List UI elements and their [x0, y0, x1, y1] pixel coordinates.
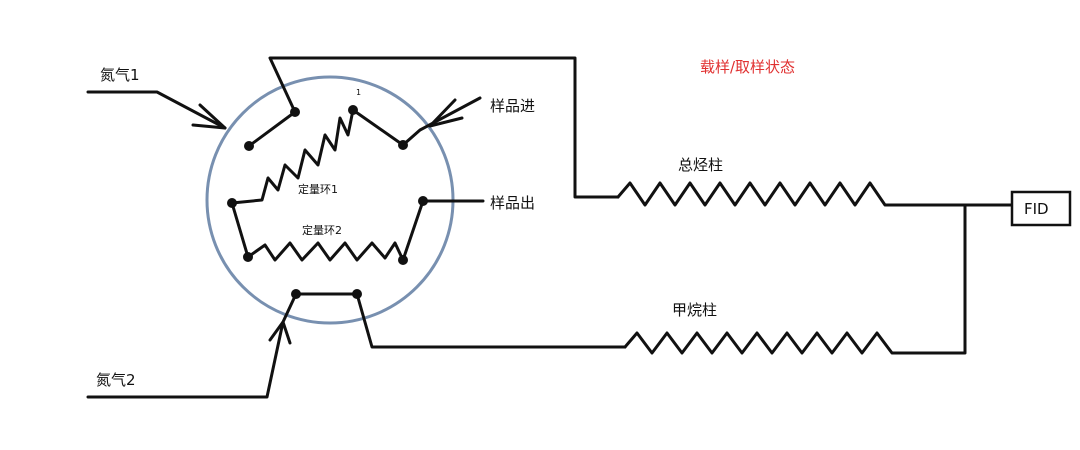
total-hc-column-coil [616, 181, 1014, 207]
valve-circle [205, 75, 455, 325]
total-hc-column-label: 总烃柱 [678, 156, 723, 174]
nitrogen2-line [86, 292, 627, 399]
sample-in-label: 样品进 [490, 97, 535, 115]
nitrogen2-arrow [268, 320, 292, 345]
loop1-coil [230, 108, 355, 205]
loop-connector-left [230, 201, 250, 259]
methane-column-label: 甲烷柱 [672, 301, 717, 319]
fid-box [1010, 190, 1072, 227]
methane-column-coil [623, 203, 967, 355]
sample-out-label: 样品出 [490, 194, 535, 212]
nitrogen1-line [86, 90, 227, 130]
loop1-label: 定量环1 [298, 182, 338, 196]
loop2-label: 定量环2 [302, 223, 342, 237]
fid-label: FID [1024, 200, 1049, 218]
valve-ports [227, 105, 428, 299]
nitrogen2-label: 氮气2 [96, 371, 136, 389]
sample-in-line [351, 96, 482, 147]
carrier-path [247, 56, 620, 199]
state-title: 载样/取样状态 [700, 58, 795, 76]
nitrogen1-arrow [191, 103, 227, 130]
loop2-coil [246, 241, 405, 262]
nitrogen1-label: 氮气1 [100, 66, 140, 84]
sample-in-arrow [428, 98, 464, 128]
port-mark: 1 [356, 88, 361, 97]
